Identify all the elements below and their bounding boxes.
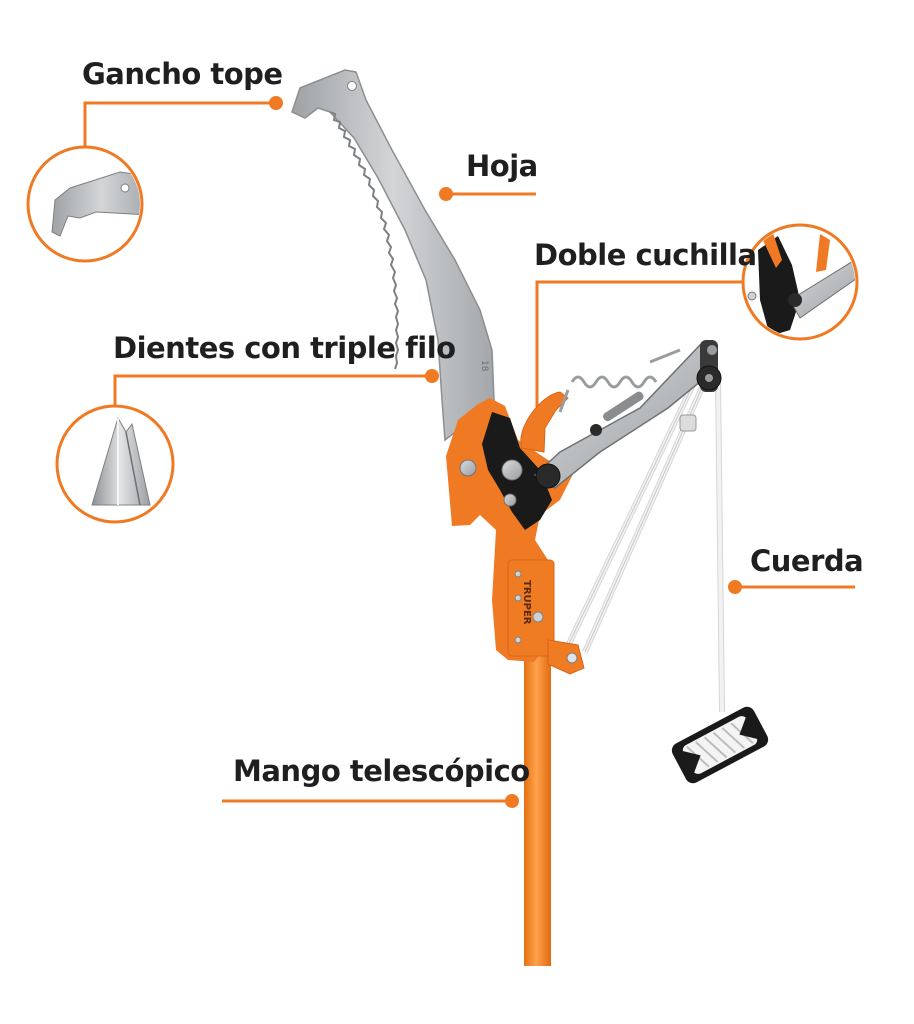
saw-teeth — [329, 111, 400, 370]
leader-doble — [535, 280, 745, 420]
label-cuerda: Cuerda — [750, 544, 864, 578]
rope-pulley-bracket — [547, 639, 585, 675]
label-gancho-tope: Gancho tope — [82, 57, 283, 91]
tooth-detail-icon — [55, 404, 175, 524]
saw-blade — [291, 69, 495, 442]
double-blade-detail-icon — [741, 223, 859, 341]
pole-clamp — [507, 559, 555, 657]
label-doble-cuchilla: Doble cuchilla — [534, 238, 757, 272]
hook-tip — [520, 391, 569, 453]
leader-dientes — [113, 374, 432, 408]
label-hoja: Hoja — [466, 149, 538, 183]
label-dientes-triple-filo: Dientes con triple filo — [113, 331, 456, 365]
clamp-bolts — [514, 570, 544, 644]
head-bolts — [459, 459, 523, 507]
top-pulley — [679, 340, 722, 432]
rope-outline — [564, 364, 713, 653]
lever-pivot — [535, 463, 561, 489]
spring — [570, 375, 658, 389]
rope-handle-icon — [671, 706, 769, 784]
hook-detail-icon — [26, 145, 144, 263]
leader-lines — [83, 101, 855, 803]
telescopic-pole — [524, 620, 551, 966]
truper-logo: TRUPER — [521, 580, 532, 625]
label-mango-telescopico: Mango telescópico — [233, 754, 530, 788]
blade-mark: 18 — [479, 360, 489, 372]
leader-gancho — [83, 101, 276, 149]
